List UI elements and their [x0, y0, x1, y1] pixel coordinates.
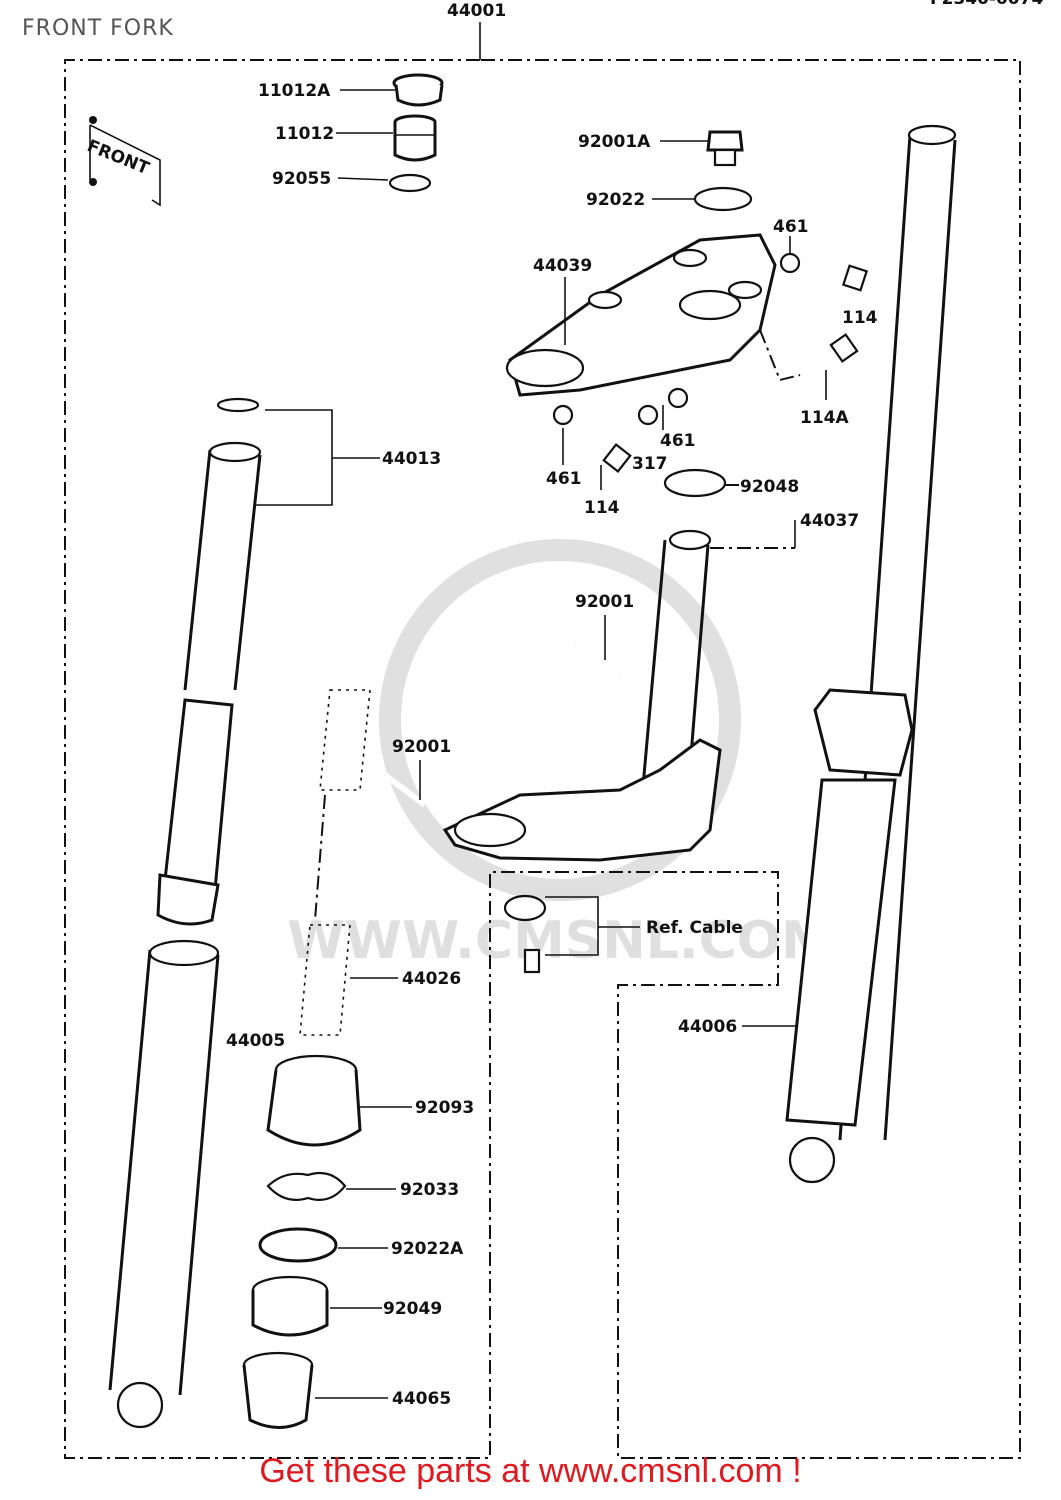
dust-seal-92048 [663, 468, 727, 498]
guide-bushing-44065 [242, 1351, 314, 1429]
label-92022A: 92022A [391, 1239, 464, 1259]
label-44005: 44005 [226, 1031, 285, 1051]
bolt-114A [798, 333, 859, 378]
fork-spring-44026 [299, 689, 371, 1036]
washer-317 [667, 387, 689, 409]
label-92033: 92033 [400, 1180, 459, 1200]
watermark: WWW.CMSNL.COM [287, 539, 833, 971]
outer-tube-44006 [785, 124, 957, 1184]
inner-tube-set-44013 [156, 397, 262, 926]
label-44013: 44013 [382, 449, 441, 469]
label-92001A: 92001A [578, 132, 651, 152]
dust-cover-92093 [266, 1054, 362, 1147]
oil-seal-92049 [251, 1275, 329, 1337]
retaining-clip-92033 [266, 1171, 347, 1201]
bolt-114-right [807, 259, 869, 292]
nut-461-mid [637, 404, 659, 426]
nut-461-left [552, 404, 574, 426]
nut-461-top [779, 252, 801, 274]
label-ref-cable: Ref. Cable [646, 918, 743, 938]
label-44037: 44037 [800, 511, 859, 531]
handlebar-clamp-44039 [505, 233, 777, 397]
label-317: 317 [632, 454, 668, 474]
bolt-92001-upper [573, 639, 622, 678]
front-badge: FRONT [84, 116, 161, 207]
label-461-mid: 461 [660, 431, 696, 451]
fork-cap-11012A [392, 73, 444, 107]
label-11012: 11012 [275, 124, 334, 144]
watermark-text: WWW.CMSNL.COM [287, 911, 832, 971]
front-badge-text: FRONT [84, 136, 152, 179]
leader-44013 [255, 409, 380, 506]
label-44006: 44006 [678, 1017, 737, 1037]
steering-stem-44037 [442, 529, 722, 862]
label-44065: 44065 [392, 1389, 451, 1409]
bolt-114-lower [578, 425, 632, 473]
label-44026: 44026 [402, 969, 461, 989]
bolt-92001-lower [383, 772, 427, 808]
label-114-right: 114 [842, 308, 878, 328]
label-44039: 44039 [533, 256, 592, 276]
label-92049: 92049 [383, 1299, 442, 1319]
o-ring-92055 [388, 173, 432, 193]
footer-promo[interactable]: Get these parts at www.cmsnl.com ! [259, 1452, 802, 1490]
label-461-left: 461 [546, 469, 582, 489]
assembly-boundary [64, 59, 1021, 1459]
leader-92055 [337, 177, 389, 181]
label-92001-lower: 92001 [392, 737, 451, 757]
label-461-top: 461 [773, 217, 809, 237]
leader-ref-cable [545, 896, 640, 956]
clamp-dash-guide [759, 329, 801, 382]
washer-92022 [693, 186, 753, 212]
fork-plug-11012 [393, 114, 437, 162]
label-92001-upper: 92001 [575, 592, 634, 612]
label-44001: 44001 [447, 1, 506, 21]
cable-guide-ref [503, 894, 547, 974]
label-92048: 92048 [740, 477, 799, 497]
label-92022: 92022 [586, 190, 645, 210]
label-92055: 92055 [272, 169, 331, 189]
label-114-lower: 114 [584, 498, 620, 518]
label-11012A: 11012A [258, 81, 331, 101]
bolt-92001A [706, 130, 744, 167]
washer-92022A [258, 1227, 338, 1263]
outer-tube-44005 [108, 939, 220, 1429]
label-92093: 92093 [415, 1098, 474, 1118]
page-title: FRONT FORK [22, 16, 174, 41]
label-114A: 114A [800, 408, 849, 428]
reference-code: F2340-0074 [930, 0, 1043, 9]
